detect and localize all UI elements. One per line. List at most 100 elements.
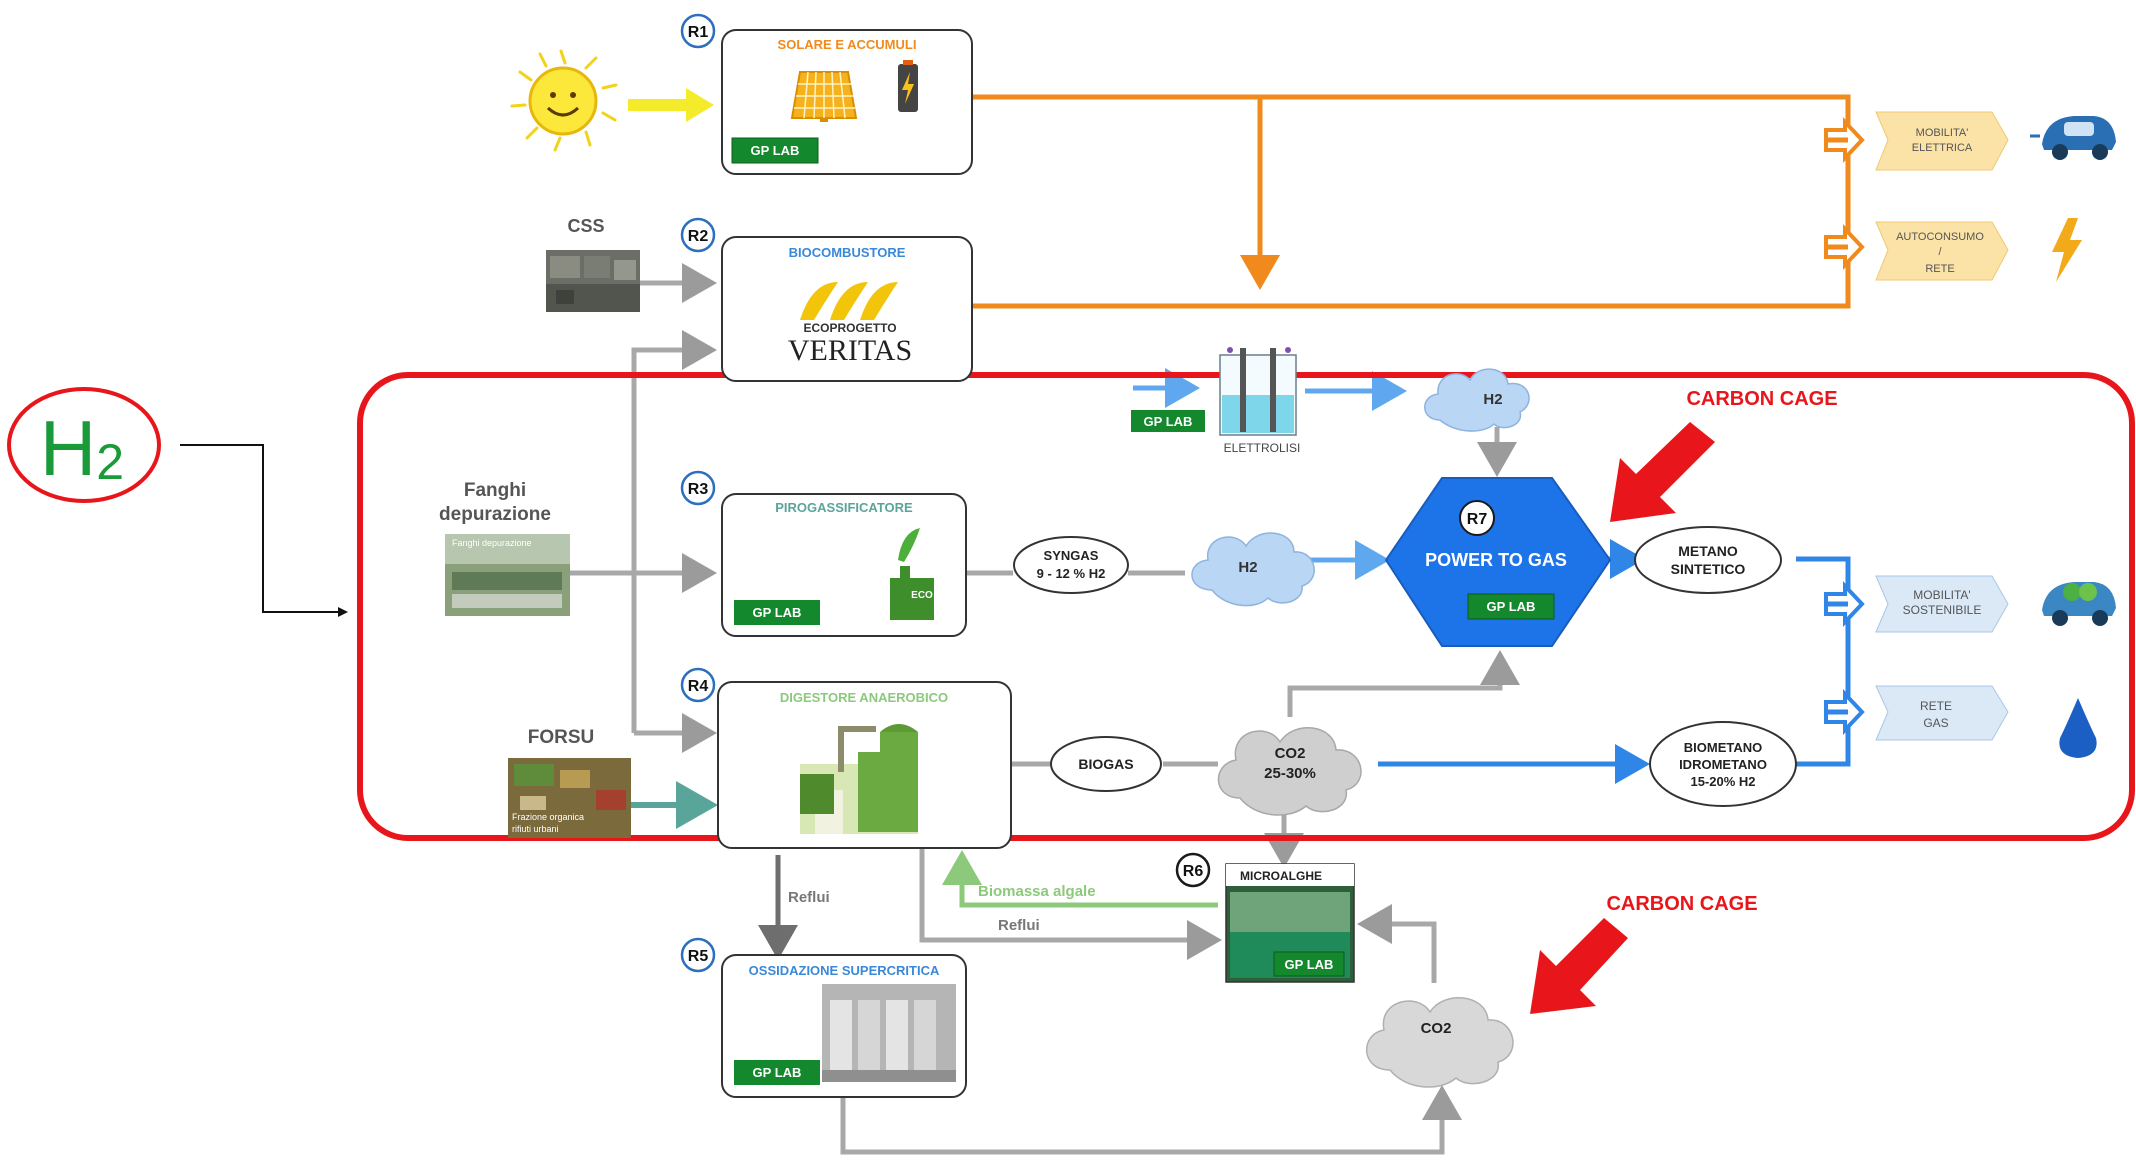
carbon-cage-top-arrow — [1610, 422, 1715, 522]
svg-text:ECO: ECO — [911, 590, 933, 601]
svg-text:MOBILITA': MOBILITA' — [1916, 127, 1969, 139]
svg-text:H2: H2 — [1238, 559, 1257, 576]
svg-text:H2: H2 — [40, 404, 124, 492]
eco-factory-icon: ECO — [890, 528, 934, 620]
r5-ossidazione-box[interactable]: OSSIDAZIONE SUPERCRITICA GP LAB — [721, 954, 967, 1098]
veritas-logo: ECOPROGETTO VERITAS — [788, 282, 912, 367]
forsu-label: FORSU — [528, 727, 595, 748]
output-autoconsumo-rete: AUTOCONSUMO / RETE — [1875, 221, 2009, 281]
svg-text:GP LAB: GP LAB — [1144, 414, 1193, 429]
biomassa-label: Biomassa algale — [978, 883, 1096, 900]
carbon-cage-bottom-label: CARBON CAGE — [1606, 893, 1757, 915]
r1-label: R1 — [680, 13, 716, 49]
blue-flows — [1133, 368, 1407, 580]
sun-icon — [510, 49, 618, 152]
svg-text:Fanghi depurazione: Fanghi depurazione — [452, 538, 532, 548]
water-drop-icon — [2059, 698, 2097, 758]
svg-text:CO2: CO2 — [1421, 1020, 1452, 1037]
r6-label: R6 — [1175, 852, 1211, 888]
css-photo — [546, 250, 640, 312]
svg-text:9 - 12 % H2: 9 - 12 % H2 — [1037, 566, 1106, 581]
svg-text:SOSTENIBILE: SOSTENIBILE — [1903, 603, 1982, 617]
h2-badge: H2 — [7, 387, 161, 503]
r5-label: R5 — [680, 937, 716, 973]
r2-biocombustore-box[interactable]: BIOCOMBUSTORE ECOPROGETTO VERITAS — [721, 236, 973, 382]
svg-text:VERITAS: VERITAS — [788, 334, 912, 367]
output-mobilita-elettrica: MOBILITA' ELETTRICA — [1875, 111, 2009, 171]
r2-label: R2 — [680, 217, 716, 253]
svg-text:CO2: CO2 — [1275, 745, 1306, 762]
svg-text:BIOMETANO: BIOMETANO — [1684, 740, 1762, 755]
svg-text:H2: H2 — [1483, 391, 1502, 408]
solar-panel-icon — [790, 71, 858, 122]
r7-power-to-gas[interactable]: R7 POWER TO GAS GP LAB — [1384, 477, 1612, 647]
r1-solar-box[interactable]: SOLARE E ACCUMULI GP LAB — [721, 29, 973, 175]
svg-text:MOBILITA': MOBILITA' — [1913, 588, 1970, 602]
output-rete-gas: RETE GAS — [1875, 685, 2009, 741]
co2-cloud-main: CO2 25-30% — [1217, 727, 1362, 816]
svg-text:METANO: METANO — [1678, 543, 1738, 559]
electric-car-icon — [2030, 116, 2116, 160]
gray-flows — [570, 263, 1520, 1155]
svg-text:R4: R4 — [688, 678, 709, 695]
output-hollow-arrows-blue — [1824, 580, 1865, 736]
svg-text:ECOPROGETTO: ECOPROGETTO — [803, 321, 896, 335]
output-mobilita-sostenibile: MOBILITA' SOSTENIBILE — [1875, 575, 2009, 633]
r4-label: R4 — [680, 667, 716, 703]
svg-text:GP LAB: GP LAB — [751, 143, 800, 158]
css-label: CSS — [567, 216, 604, 236]
svg-text:25-30%: 25-30% — [1264, 765, 1316, 782]
orange-flows — [970, 94, 1851, 309]
svg-text:ELETTRICA: ELETTRICA — [1912, 142, 1973, 154]
reflui-label-1: Reflui — [788, 889, 830, 906]
r3-label: R3 — [680, 470, 716, 506]
svg-text:RETE: RETE — [1920, 699, 1952, 713]
svg-text:GP LAB: GP LAB — [753, 605, 802, 620]
h2-cloud-top: H2 — [1424, 368, 1530, 432]
svg-text:15-20% H2: 15-20% H2 — [1690, 774, 1755, 789]
reflui-label-2: Reflui — [998, 917, 1040, 934]
supercritical-plant-photo — [822, 984, 956, 1082]
fanghi-photo: Fanghi depurazione — [445, 534, 570, 616]
sun-arrow — [628, 88, 714, 122]
svg-text:RETE: RETE — [1925, 263, 1954, 275]
svg-text:OSSIDAZIONE SUPERCRITICA: OSSIDAZIONE SUPERCRITICA — [749, 963, 940, 978]
biogas-node: BIOGAS — [1050, 736, 1162, 792]
elettrolisi-unit[interactable]: ELETTROLISI — [1219, 347, 1301, 455]
svg-text:IDROMETANO: IDROMETANO — [1679, 757, 1767, 772]
svg-text:R6: R6 — [1183, 863, 1204, 880]
svg-text:PIROGASSIFICATORE: PIROGASSIFICATORE — [775, 500, 913, 515]
digester-plant-icon — [800, 724, 918, 834]
h2-cloud-mid: H2 — [1191, 532, 1315, 607]
fanghi-label-2: depurazione — [439, 504, 551, 525]
svg-text:SOLARE E ACCUMULI: SOLARE E ACCUMULI — [778, 37, 917, 52]
eco-car-icon — [2042, 582, 2116, 626]
svg-text:rifiuti urbani: rifiuti urbani — [512, 824, 559, 834]
svg-text:GP LAB: GP LAB — [753, 1065, 802, 1080]
svg-text:GP LAB: GP LAB — [1285, 957, 1334, 972]
biometano-node: BIOMETANO IDROMETANO 15-20% H2 — [1649, 721, 1797, 807]
svg-text:ELETTROLISI: ELETTROLISI — [1224, 441, 1301, 455]
svg-text:R1: R1 — [688, 24, 709, 41]
syngas-node: SYNGAS 9 - 12 % H2 — [1013, 536, 1129, 594]
r3-pirogassificatore-box[interactable]: PIROGASSIFICATORE ECO GP LAB — [721, 493, 967, 637]
fanghi-label-1: Fanghi — [464, 480, 526, 501]
svg-text:GP LAB: GP LAB — [1487, 599, 1536, 614]
svg-text:MICROALGHE: MICROALGHE — [1240, 869, 1322, 883]
svg-text:BIOCOMBUSTORE: BIOCOMBUSTORE — [789, 245, 906, 260]
svg-text:Frazione organica: Frazione organica — [512, 812, 584, 822]
r6-microalghe-box[interactable]: MICROALGHE GP LAB — [1225, 863, 1355, 983]
svg-text:BIOGAS: BIOGAS — [1078, 756, 1133, 772]
svg-text:SYNGAS: SYNGAS — [1044, 548, 1099, 563]
h2-connector-arrow — [180, 444, 348, 617]
r4-digestore-box[interactable]: DIGESTORE ANAEROBICO — [717, 681, 1012, 849]
svg-text:AUTOCONSUMO: AUTOCONSUMO — [1896, 231, 1984, 243]
lightning-icon — [2052, 218, 2082, 282]
co2-cloud-bottom: CO2 — [1366, 997, 1514, 1088]
svg-text:SINTETICO: SINTETICO — [1671, 561, 1746, 577]
output-hollow-arrows-orange — [1824, 116, 1865, 271]
metano-sintetico-node: METANO SINTETICO — [1634, 526, 1782, 594]
svg-text:R5: R5 — [688, 948, 709, 965]
elettrolisi-gplab: GP LAB — [1131, 410, 1205, 432]
